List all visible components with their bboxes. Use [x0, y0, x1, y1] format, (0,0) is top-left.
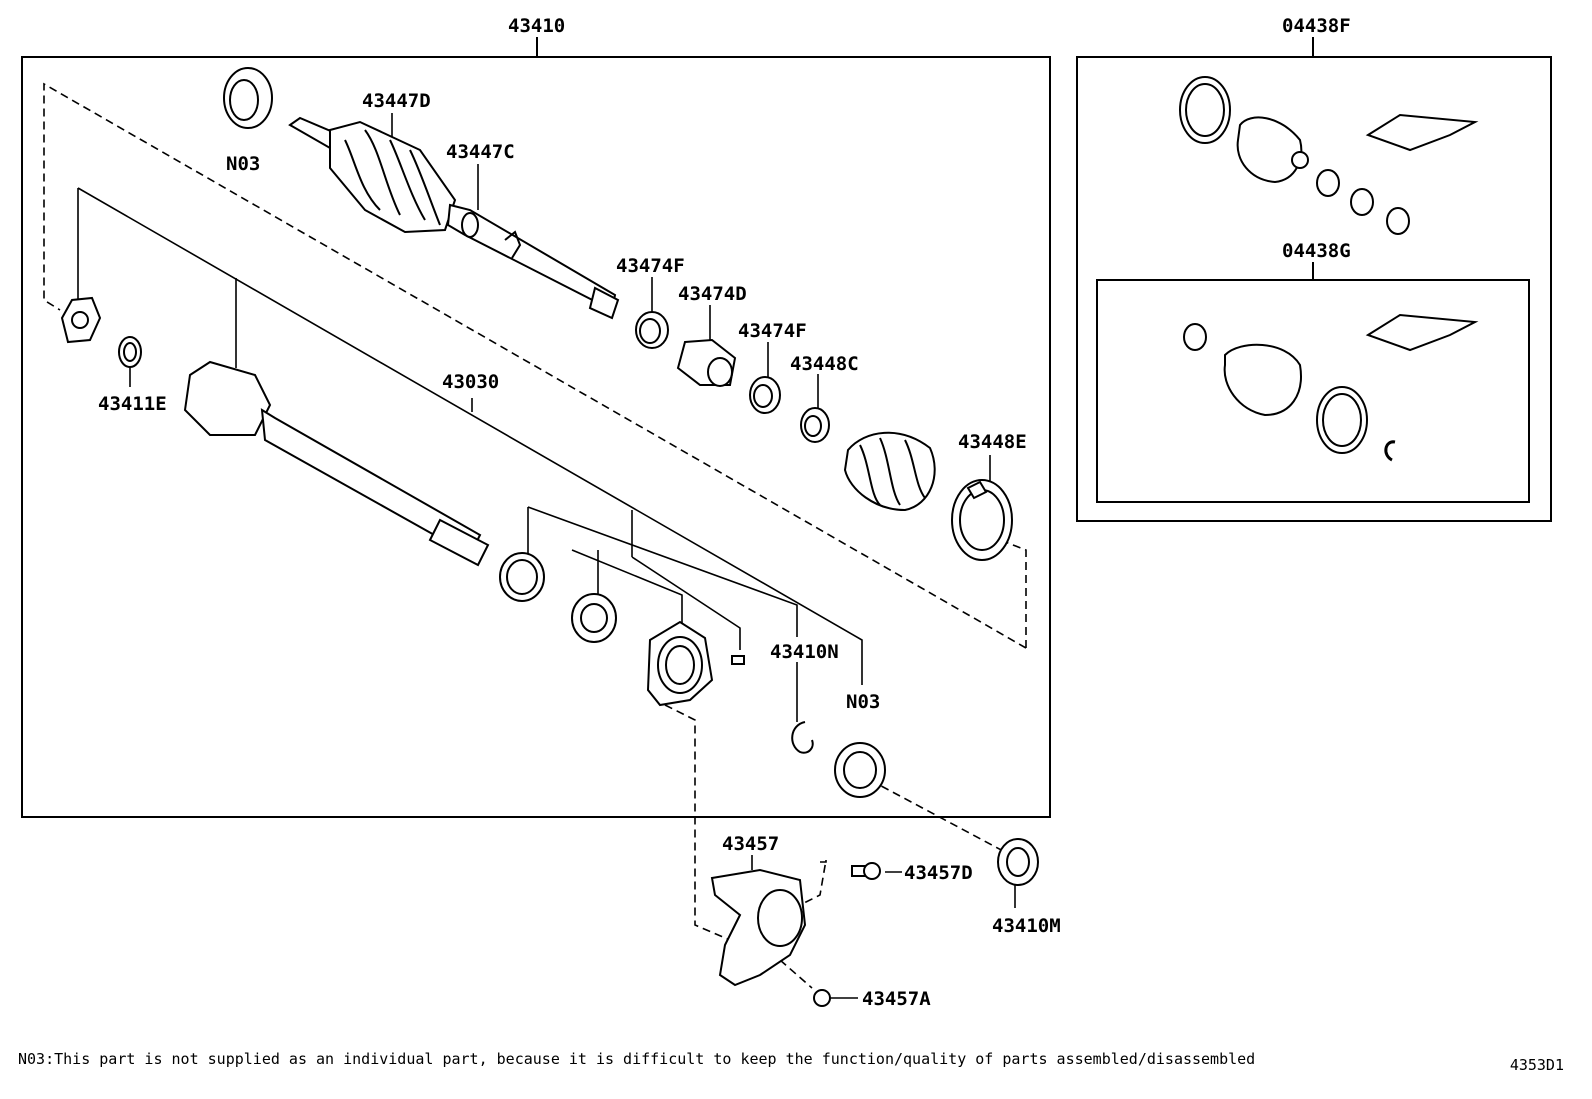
- label-04438g: 04438G: [1282, 240, 1351, 262]
- label-43411e: 43411E: [98, 393, 167, 415]
- label-43447d: 43447D: [362, 90, 431, 112]
- outer-cv-joint-shaft: [288, 116, 620, 320]
- label-43030: 43030: [442, 371, 499, 393]
- footnote: N03:This part is not supplied as an indi…: [18, 1050, 1256, 1068]
- label-04438f: 04438F: [1282, 15, 1351, 37]
- label-43474f-2: 43474F: [738, 320, 807, 342]
- tripod-joint: [60, 296, 102, 344]
- bearing-seal: [571, 593, 617, 643]
- kit-04438g-clamp: [1183, 323, 1207, 351]
- diagram-code: 4353D1: [1509, 1056, 1564, 1074]
- kit-04438f-grease-packet: [1365, 113, 1479, 152]
- label-43474f-1: 43474F: [616, 255, 685, 277]
- kit-04438g-boot: [1223, 343, 1302, 417]
- inboard-joint-shaft-43030: [183, 360, 490, 567]
- snap-ring-43411e: [118, 336, 142, 368]
- snap-ring-shaft: [499, 552, 545, 602]
- assembly-guide-lines: [43, 82, 1027, 989]
- clamp-43474f-1: [635, 311, 669, 349]
- label-43447c: 43447C: [446, 141, 515, 163]
- kit-04438g-snap-ring: [1384, 440, 1396, 462]
- kit-04438f-band: [1179, 76, 1231, 144]
- seal-n03-lower: [834, 742, 886, 798]
- pin: [731, 655, 745, 665]
- clamp-43474f-2: [749, 376, 781, 414]
- label-43457a: 43457A: [862, 988, 931, 1010]
- clamp-43447c: [461, 212, 479, 238]
- label-n03-lower: N03: [846, 691, 880, 713]
- label-43457: 43457: [722, 833, 779, 855]
- kit-04438f-clamps: [1316, 169, 1410, 235]
- damper-43474d: [676, 338, 737, 387]
- inboard-boot: [843, 431, 936, 512]
- label-43474d: 43474D: [678, 283, 747, 305]
- clamp-43448c: [800, 407, 830, 443]
- kit-04438F-frame: [1076, 56, 1552, 522]
- center-bearing-bracket-43457: [710, 868, 807, 987]
- bearing-bracket: [646, 620, 714, 707]
- label-43410n: 43410N: [770, 641, 839, 663]
- label-43457d: 43457D: [904, 862, 973, 884]
- snap-ring-43410n: [791, 721, 814, 754]
- bolt-43457a: [813, 989, 831, 1007]
- kit-04438g-band: [1316, 386, 1368, 454]
- seal-n03-upper: [223, 67, 273, 129]
- leader-lines: [77, 113, 1016, 999]
- seal-43410m: [997, 838, 1039, 886]
- label-n03-upper: N03: [226, 153, 260, 175]
- bolt-43457d: [851, 862, 881, 880]
- label-43448c: 43448C: [790, 353, 859, 375]
- kit-04438f-boot: [1236, 116, 1309, 184]
- label-43448e: 43448E: [958, 431, 1027, 453]
- label-43410m: 43410M: [992, 915, 1061, 937]
- kit-04438g-grease-packet: [1365, 313, 1479, 352]
- kit-04438G-frame: [1096, 279, 1530, 503]
- label-43410: 43410: [508, 15, 565, 37]
- clamp-43448e: [951, 479, 1013, 561]
